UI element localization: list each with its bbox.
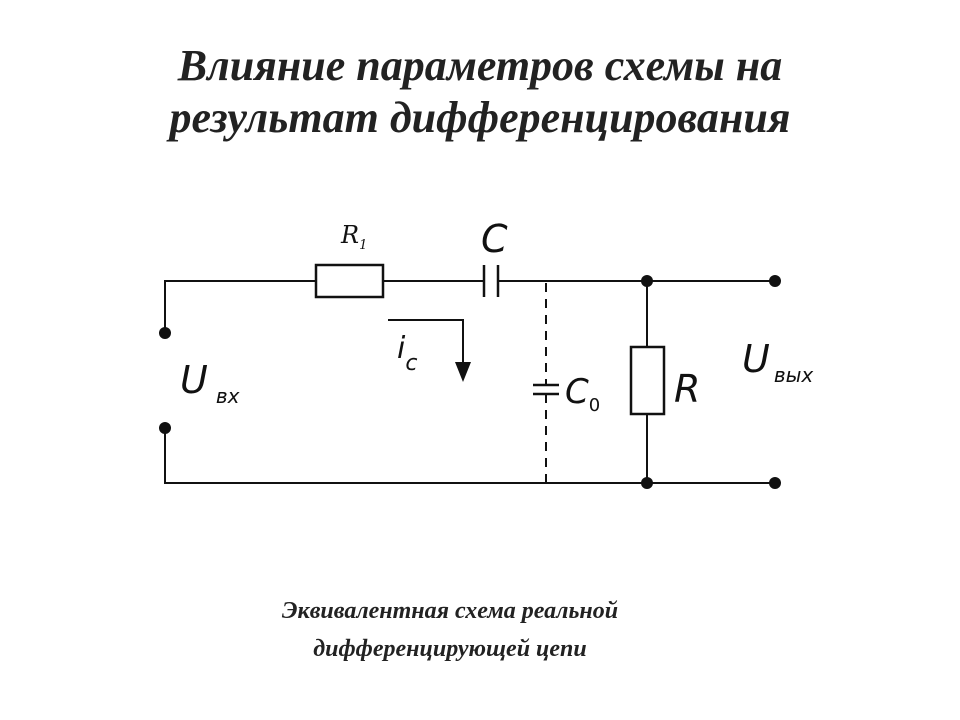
parasitic-capacitor-c0	[533, 283, 559, 483]
input-terminal-bottom	[159, 422, 171, 434]
resistor-r	[629, 345, 666, 416]
label-r: R	[674, 367, 700, 411]
current-arrow-icon	[388, 319, 471, 382]
title-line-2: результат дифференцирования	[169, 93, 791, 142]
slide-title: Влияние параметров схемы на результат ди…	[0, 40, 960, 144]
caption-line-1: Эквивалентная схема реальной	[281, 598, 619, 624]
output-terminal-bottom	[769, 477, 781, 489]
label-r1: R1	[340, 221, 367, 253]
diagram-caption: Эквивалентная схема реальной дифференцир…	[0, 592, 900, 668]
junction-bottom	[641, 477, 653, 489]
junction-top	[641, 275, 653, 287]
input-top-wire	[164, 280, 316, 333]
input-bottom-wire	[164, 428, 775, 484]
input-terminal-top	[159, 327, 171, 339]
title-line-1: Влияние параметров схемы на	[177, 41, 783, 90]
output-terminal-top	[769, 275, 781, 287]
capacitor-c	[482, 265, 500, 297]
label-ic: ic	[397, 331, 417, 376]
label-c0: C0	[565, 372, 600, 416]
label-c: C	[481, 217, 508, 261]
resistor-r1	[314, 263, 385, 299]
terminal-dots	[159, 275, 781, 489]
caption-line-2: дифференцирующей цепи	[313, 636, 587, 662]
